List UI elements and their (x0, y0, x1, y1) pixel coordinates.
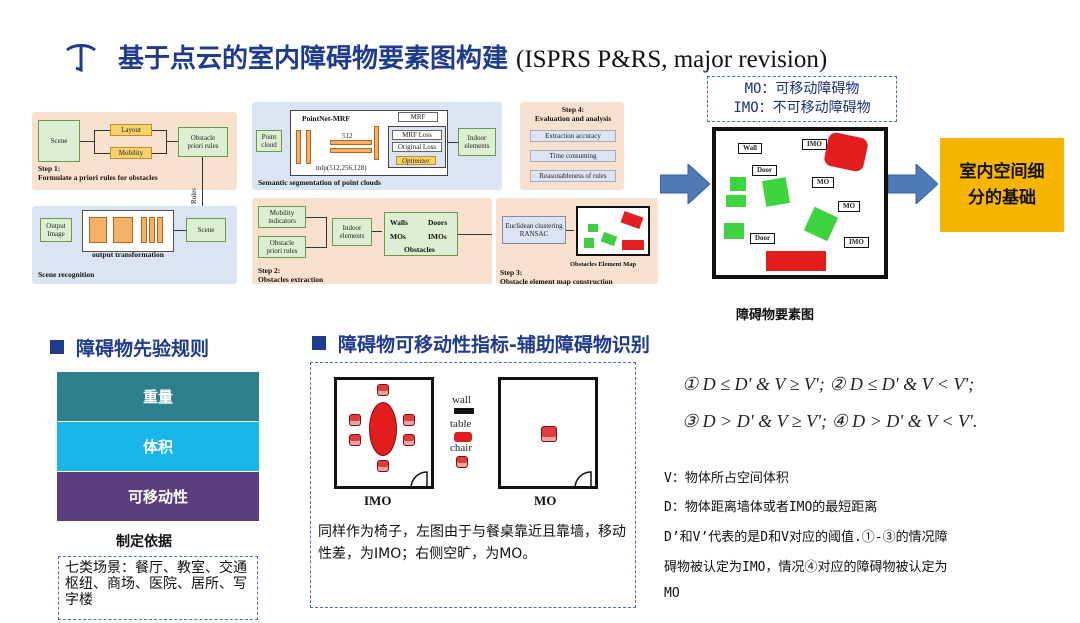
map-tag-mo-1: MO (812, 177, 835, 188)
transformation-block (82, 210, 174, 252)
step4-label: Step 4: Evaluation and analysis (534, 105, 612, 123)
mobility-legend: wall table chair (450, 394, 480, 484)
clustering-box: Euclidean clustering RANSAC (502, 216, 566, 244)
scene-recognition-label: Scene recognition (38, 270, 95, 279)
output-image-box: Output Image (40, 218, 72, 242)
mrf-box: MRF (398, 112, 438, 122)
step1-label: Step 1: Formulate a priori rules for obs… (38, 164, 158, 182)
mobility-indicators-box: Mobility indicators (258, 206, 306, 228)
legend-mo: MO：可移动障碍物 (744, 81, 860, 97)
step2-indoor-elements-box: Indoor elements (332, 218, 372, 246)
segmentation-label: Semantic segmentation of point clouds (258, 178, 381, 187)
imo-room (334, 377, 434, 489)
map-tag-wall: Wall (738, 143, 763, 154)
legend-chair-label: chair (450, 442, 472, 454)
mo-room-label: MO (534, 493, 557, 508)
output-transformation-label: output transformation (92, 250, 164, 259)
rule-layer-volume: 体积 (57, 422, 259, 471)
dim-label: 512 (342, 132, 353, 140)
mrf-loss-box: MRF Loss (392, 130, 442, 140)
arrow-to-map-icon (660, 164, 710, 204)
definition-threshold-3: MO (664, 586, 680, 601)
map-tag-door-top: Door (752, 165, 778, 176)
mini-map (576, 206, 650, 256)
obstacles-label: Obstacles (404, 245, 435, 254)
legend-table-label: table (450, 418, 472, 430)
mos-label: MOs (390, 232, 406, 241)
condition-line-2: ③ D > D' & V ≥ V'; ④ D > D' & V < V'. (682, 411, 978, 431)
step1-layout-box: Layout (110, 124, 152, 136)
step4-item-2: Reasonableness of rules (530, 170, 616, 182)
mlp-label: mlp(512,256,128) (316, 164, 367, 172)
title-logo-icon (66, 44, 96, 72)
doors-label: Doors (428, 218, 448, 227)
obstacles-block (384, 212, 458, 256)
rule-layer-mobility: 可移动性 (57, 472, 259, 521)
step2-obstacle-rules-box: Obstacle priori rules (258, 236, 306, 258)
page-title: 基于点云的室内障碍物要素图构建 (ISPRS P&RS, major revisi… (118, 38, 827, 75)
step4-item-1: Time consuming (530, 150, 616, 162)
imo-room-label: IMO (364, 493, 392, 508)
mo-imo-legend: MO：可移动障碍物 IMO：不可移动障碍物 (707, 76, 897, 122)
imos-label: IMOs (428, 232, 447, 241)
result-box: 室内空间细 分的基础 (940, 138, 1064, 232)
map-tag-door-bottom: Door (750, 233, 776, 244)
walls-label: Walls (390, 218, 408, 227)
map-caption: 障碍物要素图 (736, 308, 815, 323)
scene-types-box: 七类场景：餐厅、教室、交通枢纽、商场、医院、居所、写字楼 (58, 556, 258, 620)
step3-label: Step 3: Obstacle element map constructio… (500, 268, 613, 286)
scene-result-box: Scene (186, 218, 226, 242)
step1-obstacle-rules-box: Obstacle priori rules (178, 127, 228, 157)
mobility-heading: 障碍物可移动性指标-辅助障碍物识别 (312, 330, 650, 357)
condition-line-1: ① D ≤ D' & V ≥ V'; ② D ≤ D' & V < V'; (682, 374, 975, 394)
rule-layer-weight: 重量 (57, 372, 259, 421)
arrow-to-result-icon (888, 164, 938, 204)
basis-label: 制定依据 (116, 534, 172, 550)
mobility-example-box (310, 362, 636, 608)
definition-threshold-1: D’和V’代表的是D和V对应的阈值.①-③的情况障 (664, 530, 948, 545)
legend-wall-label: wall (452, 394, 471, 406)
definition-d: D：物体距离墙体或者IMO的最短距离 (664, 500, 878, 515)
pointnet-label: PointNet-MRF (302, 114, 350, 123)
pipeline-diagram: Scene Layout Mobility Obstacle priori ru… (30, 100, 660, 292)
point-cloud-box: Point cloud (256, 130, 282, 152)
map-tag-imo-bottom: IMO (844, 237, 869, 248)
priori-rules-heading: 障碍物先验规则 (50, 334, 209, 361)
title-venue: (ISPRS P&RS, major revision) (516, 46, 828, 73)
mini-map-title: Obstacles Element Map (570, 261, 637, 268)
original-loss-box: Original Loss (392, 142, 442, 152)
map-tag-imo-top: IMO (802, 139, 827, 150)
definition-v: V：物体所占空间体积 (664, 471, 789, 486)
title-text: 基于点云的室内障碍物要素图构建 (118, 44, 509, 74)
legend-imo: IMO：不可移动障碍物 (733, 100, 871, 116)
mo-room (498, 377, 598, 489)
square-bullet-icon (50, 340, 64, 354)
step4-item-0: Extraction accuracy (530, 130, 616, 142)
seg-indoor-elements-box: Indoor elements (458, 128, 496, 156)
map-tag-mo-2: MO (838, 201, 861, 212)
square-bullet-icon (312, 336, 326, 350)
step2-label: Step 2: Obstacles extraction (258, 266, 324, 284)
obstacle-element-map: Wall IMO Door MO MO Door IMO (712, 127, 888, 279)
definition-threshold-2: 碍物被认定为IMO，情况④对应的障碍物被认定为 (664, 560, 948, 575)
step1-mobility-box: Mobility (110, 147, 152, 159)
optimizer-box: Optimizer (396, 156, 436, 165)
step1-scene-box: Scene (38, 120, 80, 162)
mobility-description: 同样作为椅子，左图由于与餐桌靠近且靠墙，移动性差，为IMO；右侧空旷，为MO。 (318, 524, 626, 562)
